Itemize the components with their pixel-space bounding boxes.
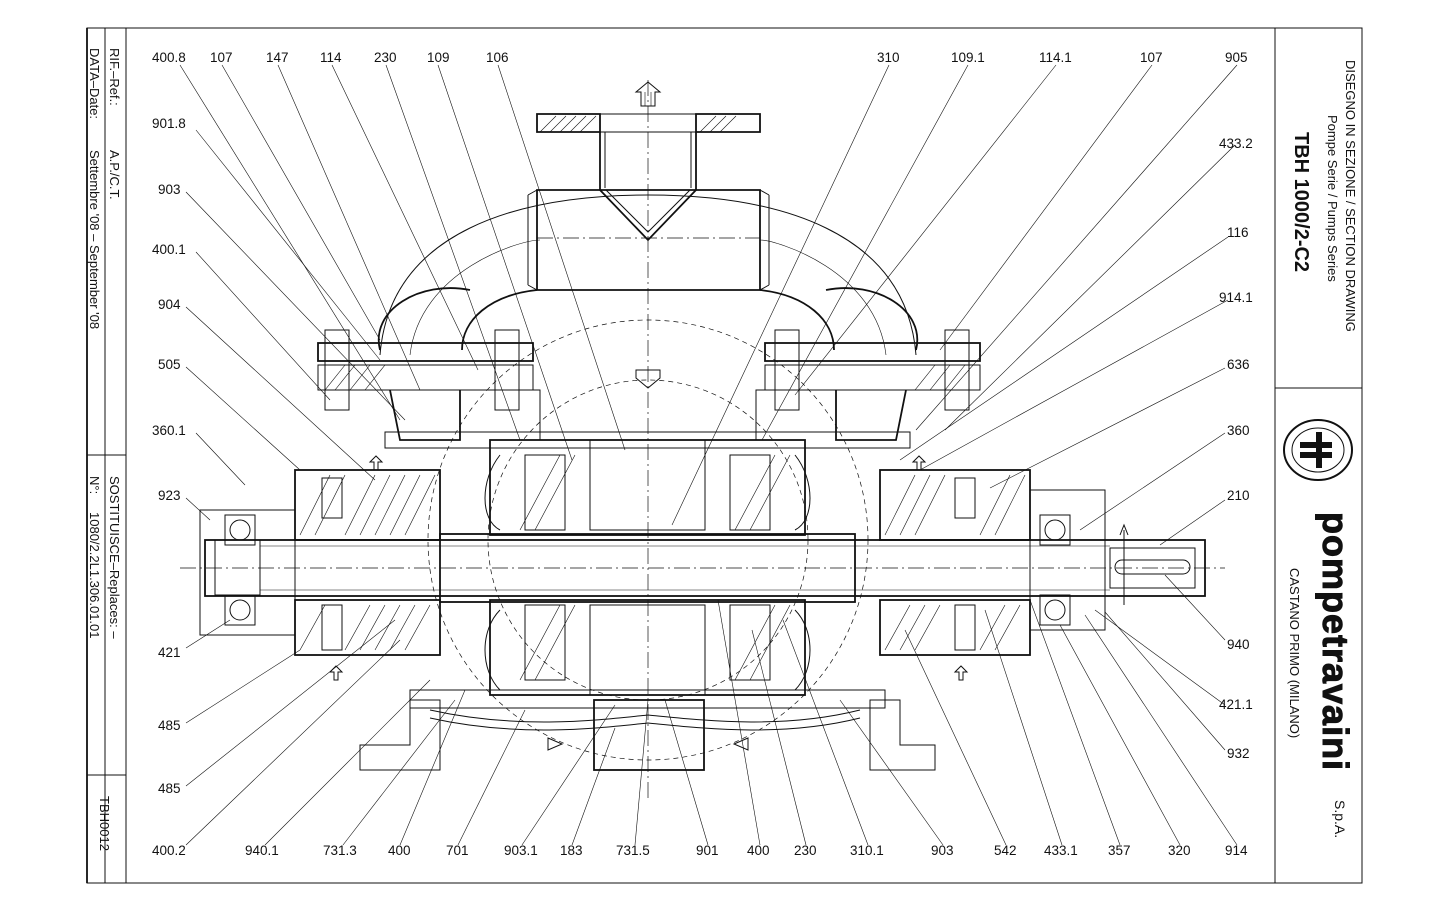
callout: 147	[266, 50, 289, 65]
callout: 107	[1140, 50, 1163, 65]
callout: 310.1	[850, 843, 884, 858]
callout: 914	[1225, 843, 1248, 858]
callout: 109	[427, 50, 450, 65]
callout: 320	[1168, 843, 1191, 858]
callout: 106	[486, 50, 509, 65]
callout: 183	[560, 843, 583, 858]
callout: 210	[1227, 488, 1250, 503]
company-city: CASTANO PRIMO (MILANO)	[1287, 568, 1302, 739]
discharge-arrow	[634, 81, 662, 107]
callout: 400	[747, 843, 770, 858]
callout: 940.1	[245, 843, 279, 858]
callout: 904	[158, 297, 181, 312]
callout: 731.3	[323, 843, 357, 858]
callout: 400.2	[152, 843, 186, 858]
callout: 505	[158, 357, 181, 372]
right-foot	[869, 699, 936, 771]
callout: 485	[158, 781, 181, 796]
callout: 230	[794, 843, 817, 858]
callout: 485	[158, 718, 181, 733]
callout: 701	[446, 843, 469, 858]
callout: 400.1	[152, 242, 186, 257]
callout: 109.1	[951, 50, 985, 65]
callout: 903	[158, 182, 181, 197]
callout: 114	[320, 50, 342, 65]
callout: 905	[1225, 50, 1248, 65]
callout: 114.1	[1039, 50, 1072, 65]
callout: 433.1	[1044, 843, 1078, 858]
callout: 107	[210, 50, 233, 65]
callout: 903.1	[504, 843, 538, 858]
callout: 901.8	[152, 116, 186, 131]
callout: 923	[158, 488, 181, 503]
callout: 400.8	[152, 50, 186, 65]
callout: 914.1	[1219, 290, 1253, 305]
company-name: pompetravaini	[1315, 512, 1357, 772]
callout: 360.1	[152, 423, 186, 438]
callout: 400	[388, 843, 411, 858]
callout: 421.1	[1219, 697, 1253, 712]
callout: 230	[374, 50, 397, 65]
callout: 116	[1227, 225, 1249, 240]
callout: 310	[877, 50, 900, 65]
callout: 901	[696, 843, 719, 858]
callout: 932	[1227, 746, 1250, 761]
callout: 357	[1108, 843, 1131, 858]
leader-lines	[179, 64, 1238, 846]
callout: 940	[1227, 637, 1250, 652]
suction-nozzle	[593, 699, 705, 771]
callout: 731.5	[616, 843, 650, 858]
callout: 903	[931, 843, 954, 858]
left-bearing-housing	[199, 469, 441, 656]
callout: 360	[1227, 423, 1250, 438]
pump-shaft	[204, 533, 1206, 603]
callout: 542	[994, 843, 1017, 858]
callout: 421	[158, 645, 181, 660]
callout: 636	[1227, 357, 1250, 372]
callout: 433.2	[1219, 136, 1253, 151]
company-suffix: S.p.A.	[1332, 800, 1348, 839]
